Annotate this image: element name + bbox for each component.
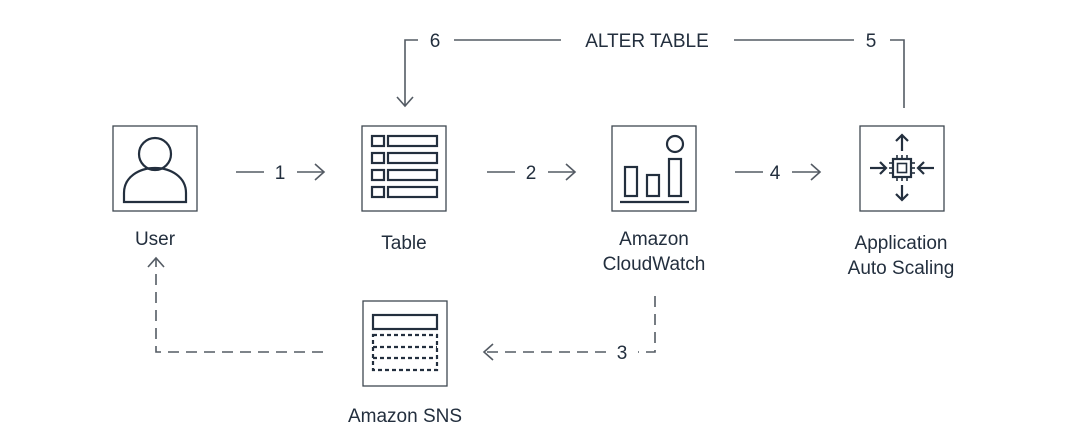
table-box — [361, 125, 447, 212]
edge-6-drop — [404, 39, 418, 106]
node-auto-scaling[interactable]: Application Auto Scaling — [848, 125, 955, 279]
edge-1-label: 1 — [275, 163, 286, 184]
edge-5-label: 5 — [866, 31, 877, 52]
user-icon — [122, 136, 188, 204]
node-cloudwatch[interactable]: Amazon CloudWatch — [603, 125, 706, 275]
cloudwatch-label-line1: Amazon — [619, 229, 689, 250]
edge-1-arrowhead — [314, 163, 326, 181]
auto-scaling-label-line2: Auto Scaling — [848, 258, 955, 279]
edge-4-label: 4 — [770, 163, 781, 184]
edge-2-label: 2 — [526, 163, 537, 184]
edge-sns-user-line — [155, 258, 323, 353]
user-label: User — [135, 229, 176, 250]
node-sns[interactable]: Amazon SNS — [348, 300, 462, 427]
edge-sns-to-user — [147, 256, 323, 353]
alter-table-loop: 5 ALTER TABLE 6 — [396, 31, 905, 108]
edge-3: 3 — [482, 296, 656, 364]
edge-3-label: 3 — [617, 343, 628, 364]
edge-6-label: 6 — [430, 31, 441, 52]
edge-2-arrowhead — [565, 163, 577, 181]
cloudwatch-label-line2: CloudWatch — [603, 254, 706, 275]
edge-3-arrowhead — [482, 343, 494, 361]
table-label: Table — [381, 233, 426, 254]
edge-3-line-right — [638, 296, 656, 353]
edge-4-arrowhead — [810, 163, 822, 181]
table-icon — [370, 134, 439, 199]
edge-2: 2 — [487, 163, 577, 184]
sns-box — [362, 300, 448, 387]
cloudwatch-icon — [620, 134, 689, 204]
edge-5-riser — [890, 39, 905, 108]
edge-sns-user-arrowhead — [147, 256, 165, 268]
alter-table-label: ALTER TABLE — [585, 31, 709, 52]
sns-icon — [371, 313, 439, 372]
auto-scaling-icon — [870, 133, 934, 202]
edge-6-arrowhead — [396, 96, 414, 108]
auto-scaling-label-line1: Application — [855, 233, 948, 254]
node-user[interactable]: User — [112, 125, 198, 250]
sns-label: Amazon SNS — [348, 406, 462, 427]
node-table[interactable]: Table — [361, 125, 447, 254]
edge-1: 1 — [236, 163, 326, 184]
edge-4: 4 — [735, 163, 822, 184]
